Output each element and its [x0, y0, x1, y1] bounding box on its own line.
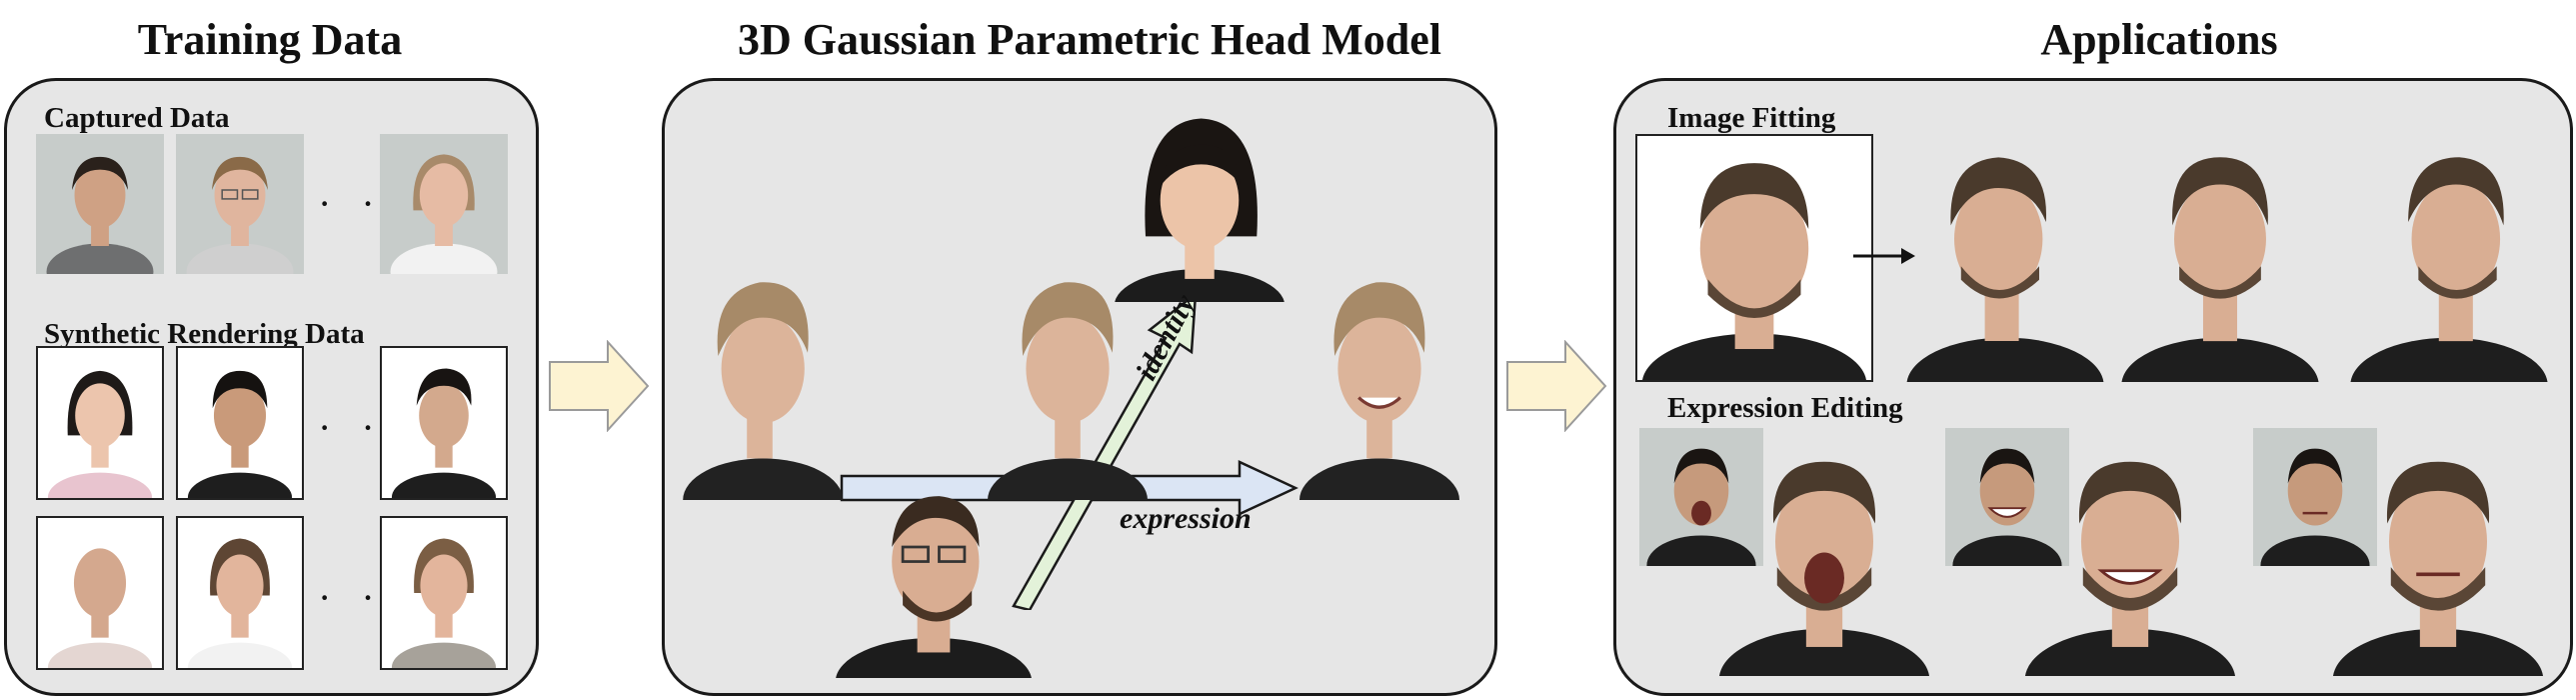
image-fitting-arrow [1853, 248, 1915, 264]
expression-source-head [834, 456, 1034, 678]
expression-source-photo [1639, 428, 1763, 566]
image-fitting-label: Image Fitting [1667, 102, 1836, 134]
head-rendering-right [1291, 260, 1467, 500]
expression-edited-head [2021, 440, 2239, 676]
identity-arrow [1012, 291, 1198, 610]
head-rendering-center [980, 260, 1156, 500]
synthetic-photo [36, 516, 164, 670]
fitted-head-rendering [2343, 130, 2555, 382]
synthetic-data-label: Synthetic Rendering Data [44, 318, 365, 350]
expression-source-photo [1945, 428, 2069, 566]
flow-arrow-training-to-model [549, 340, 650, 432]
image-fitting-input-photo [1635, 134, 1873, 382]
applications-title: Applications [2040, 15, 2278, 64]
training-data-title: Training Data [137, 15, 403, 64]
model-title: 3D Gaussian Parametric Head Model [738, 15, 1441, 64]
fitted-head-rendering [1903, 130, 2107, 382]
fitted-head-rendering [2111, 130, 2329, 382]
synthetic-photo [380, 516, 508, 670]
expression-editing-label: Expression Editing [1667, 392, 1903, 424]
synthetic-photo [176, 516, 304, 670]
synthetic-photo [36, 346, 164, 500]
captured-photo [36, 134, 164, 274]
synthetic-photo [176, 346, 304, 500]
flow-arrow-model-to-applications [1506, 340, 1607, 432]
expression-label: expression [1120, 502, 1252, 535]
expression-edited-head [1715, 440, 1933, 676]
synthetic-photo [380, 346, 508, 500]
captured-data-label: Captured Data [44, 102, 230, 134]
head-rendering-left [680, 260, 856, 500]
expression-source-photo [2253, 428, 2377, 566]
captured-photo [176, 134, 304, 274]
captured-photo [380, 134, 508, 274]
expression-edited-head [2329, 440, 2547, 676]
identity-target-head [1110, 102, 1289, 302]
